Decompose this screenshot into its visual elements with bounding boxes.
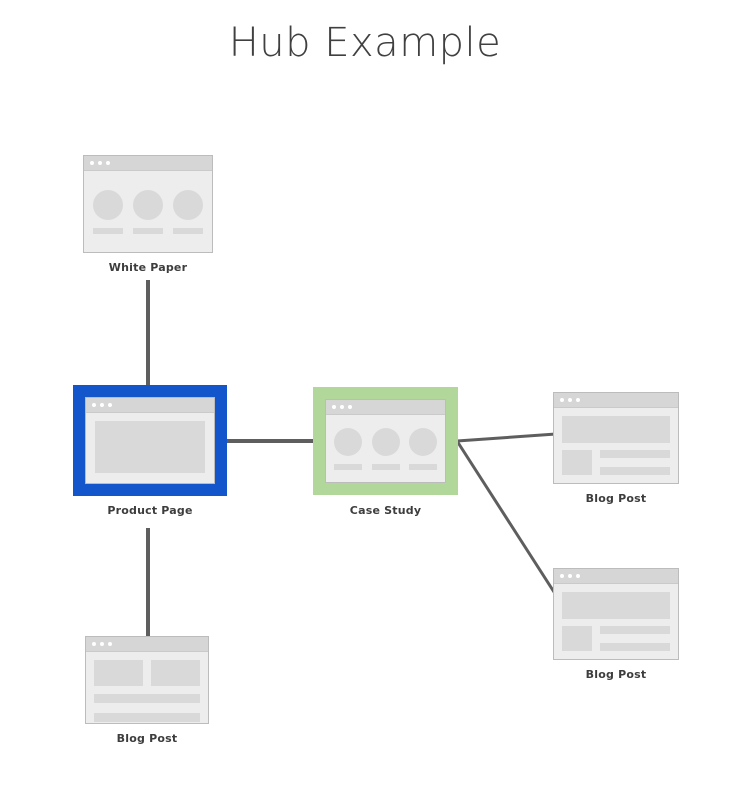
window-dot-icon	[108, 642, 112, 646]
window-dot-icon	[108, 403, 112, 407]
node-blog-post-right[interactable]: Blog Post	[553, 392, 679, 505]
node-label-blog-post-bottom-left: Blog Post	[116, 732, 178, 745]
hero-bottom-row	[562, 450, 670, 476]
text-bar	[94, 713, 200, 723]
card-body	[326, 415, 445, 482]
caption-bar	[371, 463, 400, 470]
blog-post-bottom-right-frame	[553, 568, 679, 660]
card-body	[84, 171, 212, 252]
text-bar	[600, 467, 670, 476]
node-label-case-study: Case Study	[349, 504, 422, 517]
split-layout	[94, 660, 200, 723]
card-body	[86, 652, 208, 723]
hero-layout	[562, 592, 670, 652]
card-body	[554, 584, 678, 659]
thumbnail-block	[562, 626, 593, 652]
node-label-product-page: Product Page	[107, 504, 193, 517]
window-dot-icon	[576, 574, 580, 578]
node-label-blog-post-bottom-right: Blog Post	[585, 668, 647, 681]
window-dot-icon	[340, 405, 344, 409]
circle-shape	[133, 189, 163, 220]
hero-image-block	[562, 416, 670, 444]
blog-post-right-frame	[553, 392, 679, 484]
blog-post-bottom-right-card	[553, 568, 679, 660]
block-layout	[95, 421, 205, 473]
circles-layout	[93, 181, 203, 242]
hero-layout	[562, 416, 670, 476]
content-block	[95, 421, 205, 473]
text-bar	[94, 694, 200, 704]
card-body	[86, 413, 214, 483]
bar-row	[93, 227, 203, 234]
split-bottom-rows	[94, 694, 200, 723]
card-titlebar	[326, 400, 445, 415]
bar-row	[334, 463, 437, 470]
white-paper-frame	[83, 155, 213, 253]
thumbnail-block	[562, 450, 593, 476]
window-dot-icon	[98, 161, 102, 165]
case-study-card	[325, 399, 446, 483]
blog-post-right-card	[553, 392, 679, 484]
circle-shape	[173, 189, 203, 220]
caption-bar	[93, 227, 123, 234]
window-dot-icon	[348, 405, 352, 409]
card-titlebar	[86, 398, 214, 413]
caption-bar	[133, 227, 163, 234]
node-case-study[interactable]: Case Study	[313, 387, 458, 517]
window-dot-icon	[568, 574, 572, 578]
node-blog-post-bottom-right[interactable]: Blog Post	[553, 568, 679, 681]
text-bar	[600, 626, 670, 635]
card-titlebar	[86, 637, 208, 652]
window-dot-icon	[92, 642, 96, 646]
window-dot-icon	[100, 403, 104, 407]
node-blog-post-bottom-left[interactable]: Blog Post	[85, 636, 209, 745]
hero-image-block	[562, 592, 670, 620]
window-dot-icon	[332, 405, 336, 409]
circles-layout	[334, 423, 437, 474]
blog-post-bottom-left-card	[85, 636, 209, 724]
window-dot-icon	[560, 398, 564, 402]
white-paper-card	[83, 155, 213, 253]
blog-post-bottom-left-frame	[85, 636, 209, 724]
window-dot-icon	[560, 574, 564, 578]
card-titlebar	[554, 569, 678, 584]
text-lines	[600, 626, 670, 652]
text-lines	[600, 450, 670, 476]
card-body	[554, 408, 678, 483]
split-top-row	[94, 660, 200, 687]
case-study-highlight-frame	[313, 387, 458, 495]
node-label-white-paper: White Paper	[108, 261, 188, 274]
content-block	[151, 660, 200, 687]
text-bar	[600, 643, 670, 652]
page-title: Hub Example	[228, 20, 502, 66]
window-dot-icon	[90, 161, 94, 165]
product-page-card	[85, 397, 215, 484]
content-block	[94, 660, 143, 687]
window-dot-icon	[568, 398, 572, 402]
text-bar	[600, 450, 670, 459]
hero-bottom-row	[562, 626, 670, 652]
card-titlebar	[84, 156, 212, 171]
circle-shape	[93, 189, 123, 220]
window-dot-icon	[100, 642, 104, 646]
node-label-blog-post-right: Blog Post	[585, 492, 647, 505]
window-dot-icon	[92, 403, 96, 407]
caption-bar	[334, 463, 362, 470]
window-dot-icon	[576, 398, 580, 402]
circle-row	[334, 427, 437, 456]
circle-shape	[371, 427, 400, 456]
caption-bar	[173, 227, 203, 234]
product-page-highlight-frame	[73, 385, 227, 496]
circle-shape	[334, 427, 362, 456]
node-product-page[interactable]: Product Page	[73, 385, 227, 517]
connector-case-study-blog-post-right	[456, 432, 557, 443]
card-titlebar	[554, 393, 678, 408]
node-white-paper[interactable]: White Paper	[83, 155, 213, 274]
circle-row	[93, 189, 203, 220]
circle-shape	[409, 427, 437, 456]
window-dot-icon	[106, 161, 110, 165]
caption-bar	[409, 463, 437, 470]
